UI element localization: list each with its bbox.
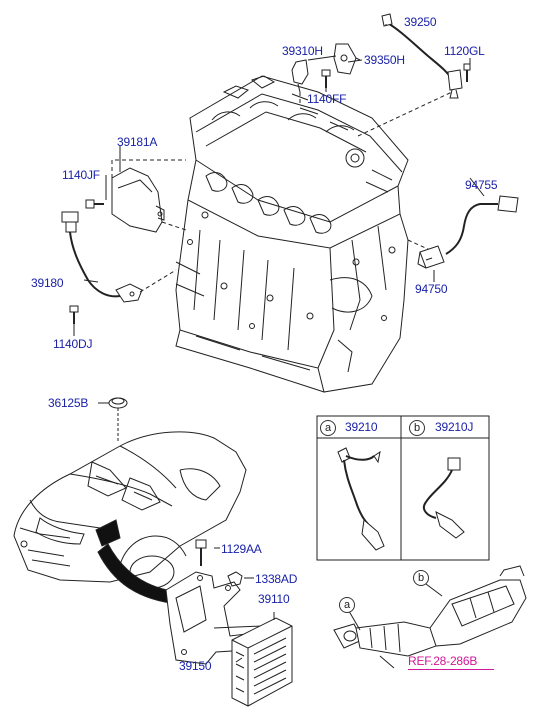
bracket-39350H [333, 43, 357, 75]
sensor-39310H [291, 59, 309, 93]
label-39350H: 39350H [364, 53, 405, 67]
bracket-39150 [165, 571, 263, 665]
label-39150: 39150 [179, 659, 212, 673]
reference-link[interactable]: REF.28-286B [408, 654, 478, 668]
label-1338AD: 1338AD [255, 572, 298, 586]
bolt-1140FF [321, 69, 331, 88]
reference-underline [408, 669, 494, 670]
shield-39181A [111, 167, 165, 233]
label-94755: 94755 [465, 178, 498, 192]
nut-1338AD [227, 571, 243, 587]
callout-a-converter: a [339, 597, 355, 613]
catalytic-converter [333, 565, 527, 669]
sensor-94755 [445, 195, 519, 255]
label-1120GL: 1120GL [444, 44, 485, 58]
bolt-1120GL [463, 63, 471, 82]
callout-a-box: a [320, 420, 336, 436]
label-1140JF: 1140JF [62, 168, 100, 182]
sensor-39250 [381, 13, 463, 99]
label-1129AA: 1129AA [221, 542, 262, 556]
bolt-1140JF [85, 199, 104, 209]
label-39180: 39180 [31, 276, 64, 290]
label-39110: 39110 [258, 592, 290, 606]
callout-b-box: b [409, 420, 425, 436]
label-1140FF: 1140FF [307, 92, 347, 106]
label-39250: 39250 [404, 15, 437, 29]
sensor-variants-box [316, 415, 490, 561]
grommet-36125B [108, 397, 128, 442]
sensor-94750 [417, 245, 445, 269]
ecu-39110 [231, 617, 293, 707]
label-39310H: 39310H [282, 44, 323, 58]
engine-block [175, 75, 409, 393]
label-39210: 39210 [345, 420, 378, 434]
callout-b-converter: b [413, 570, 429, 586]
label-1140DJ: 1140DJ [53, 337, 93, 351]
car-illustration [13, 431, 247, 589]
label-94750: 94750 [415, 282, 448, 296]
bolt-1129AA [195, 539, 207, 566]
label-39210J: 39210J [435, 420, 474, 434]
bolt-1140DJ [69, 305, 79, 324]
label-36125B: 36125B [48, 396, 89, 410]
label-39181A: 39181A [117, 135, 158, 149]
sensor-39180 [61, 211, 143, 303]
